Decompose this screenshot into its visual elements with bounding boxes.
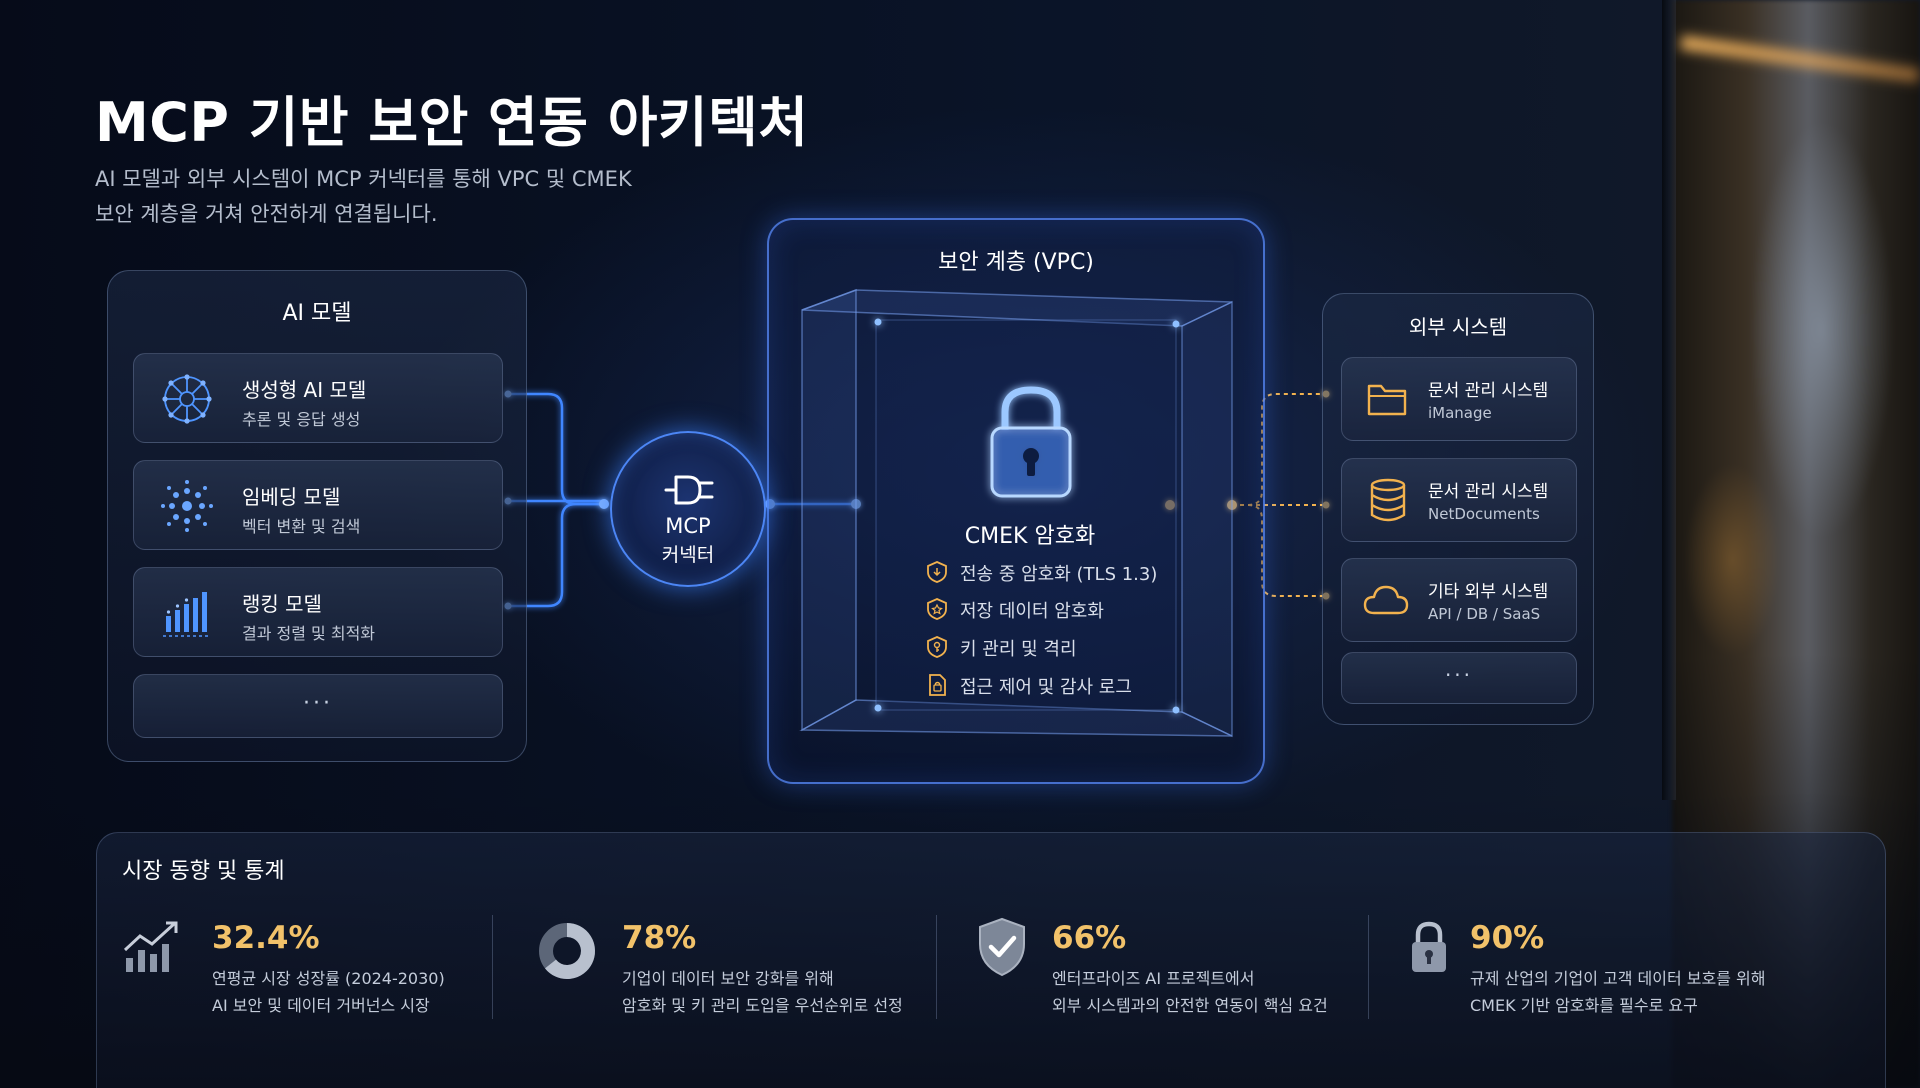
- ext-panel-title: 외부 시스템: [1408, 315, 1508, 339]
- card-imanage[interactable]: 문서 관리 시스템 iManage: [1341, 357, 1577, 441]
- ai-models-panel: AI 모델 생성형 AI 모델 추론 및 응답 생성: [107, 270, 527, 762]
- subtitle-line: 보안 계층을 거쳐 안전하게 연결됩니다.: [95, 202, 438, 226]
- page-title: MCP 기반 보안 연동 아키텍처: [95, 91, 809, 154]
- database-icon: [1370, 478, 1406, 522]
- document-lock-icon: [929, 674, 946, 696]
- card-ranking[interactable]: 랭킹 모델 결과 정렬 및 최적화: [133, 567, 503, 657]
- page-subtitle: AI 모델과 외부 시스템이 MCP 커넥터를 통해 VPC 및 CMEK 보안…: [95, 162, 795, 232]
- folder-icon: [1367, 384, 1407, 416]
- card-subtitle: NetDocuments: [1428, 505, 1540, 523]
- shield-star-icon: [927, 598, 947, 620]
- stat-text: 연평균 시장 성장률 (2024-2030): [212, 969, 445, 988]
- card-more-systems[interactable]: ···: [1341, 652, 1577, 704]
- card-title: 문서 관리 시스템: [1428, 381, 1549, 401]
- card-title: 임베딩 모델: [242, 485, 341, 509]
- more-dots: ···: [1444, 663, 1474, 687]
- growth-chart-icon: [123, 921, 178, 972]
- shield-lock-icon: [927, 561, 947, 583]
- mcp-label: MCP: [665, 514, 711, 538]
- vpc-title: 보안 계층 (VPC): [938, 250, 1094, 275]
- stats-divider: [492, 915, 493, 1019]
- plug-icon: [664, 475, 714, 505]
- mcp-connector[interactable]: [610, 431, 766, 587]
- embedding-dots-icon: [161, 480, 213, 532]
- donut-chart-icon: [539, 923, 595, 979]
- stat-text: 엔터프라이즈 AI 프로젝트에서: [1052, 969, 1255, 988]
- card-subtitle: 벡터 변환 및 검색: [242, 517, 361, 536]
- stat-text: 암호화 및 키 관리 도입을 우선순위로 선정: [622, 996, 903, 1015]
- stat-value: 90%: [1470, 920, 1545, 956]
- ai-panel-title: AI 모델: [282, 301, 352, 326]
- card-title: 문서 관리 시스템: [1428, 482, 1549, 502]
- shield-key-icon: [927, 636, 947, 658]
- bar-chart-icon: [163, 592, 211, 637]
- feature-at-rest: 저장 데이터 암호화: [960, 601, 1104, 622]
- stats-divider: [936, 915, 937, 1019]
- stat-text: 규제 산업의 기업이 고객 데이터 보호를 위해: [1470, 969, 1766, 988]
- card-subtitle: iManage: [1428, 404, 1492, 422]
- neural-network-icon: [162, 374, 212, 424]
- cmek-title: CMEK 암호화: [964, 524, 1096, 549]
- stat-value: 66%: [1052, 920, 1127, 956]
- more-dots: ···: [303, 691, 333, 716]
- card-title: 기타 외부 시스템: [1428, 582, 1549, 602]
- subtitle-line: AI 모델과 외부 시스템이 MCP 커넥터를 통해 VPC 및 CMEK: [95, 167, 632, 191]
- card-generative-ai[interactable]: 생성형 AI 모델 추론 및 응답 생성: [133, 353, 503, 443]
- stat-text: CMEK 기반 암호화를 필수로 요구: [1470, 996, 1698, 1015]
- card-subtitle: API / DB / SaaS: [1428, 605, 1541, 623]
- stat-text: 기업이 데이터 보안 강화를 위해: [622, 969, 834, 988]
- node-dot: [599, 499, 609, 509]
- shield-check-icon: [979, 917, 1025, 977]
- wall-edge: [1662, 0, 1676, 800]
- card-embedding[interactable]: 임베딩 모델 벡터 변환 및 검색: [133, 460, 503, 550]
- stat-text: AI 보안 및 데이터 거버넌스 시장: [212, 996, 430, 1015]
- node-dot: [1165, 500, 1175, 510]
- stats-divider: [1368, 915, 1369, 1019]
- external-systems-panel: 외부 시스템 문서 관리 시스템 iManage 문서 관리 시스템 NetDo…: [1322, 293, 1594, 725]
- padlock-icon: [1412, 921, 1446, 972]
- padlock-icon: [990, 386, 1072, 498]
- cloud-icon: [1363, 585, 1409, 615]
- link-ranking-to-mcp: [508, 502, 606, 608]
- card-subtitle: 결과 정렬 및 최적화: [242, 624, 376, 643]
- stat-value: 32.4%: [212, 920, 320, 956]
- link-external-imanage: [1232, 393, 1326, 506]
- stats-title: 시장 동향 및 통계: [122, 859, 285, 884]
- feature-tls: 전송 중 암호화 (TLS 1.3): [960, 564, 1158, 585]
- feature-key-management: 키 관리 및 격리: [960, 639, 1077, 660]
- stat-value: 78%: [622, 920, 697, 956]
- mcp-sublabel: 커넥터: [661, 544, 715, 566]
- feature-access-audit: 접근 제어 및 감사 로그: [960, 677, 1132, 698]
- card-title: 랭킹 모델: [242, 592, 322, 616]
- card-more-models[interactable]: ···: [133, 674, 503, 738]
- card-subtitle: 추론 및 응답 생성: [242, 410, 361, 429]
- link-generative-to-mcp: [508, 392, 606, 506]
- card-title: 생성형 AI 모델: [242, 378, 367, 402]
- card-netdocuments[interactable]: 문서 관리 시스템 NetDocuments: [1341, 458, 1577, 542]
- card-other-systems[interactable]: 기타 외부 시스템 API / DB / SaaS: [1341, 558, 1577, 642]
- stat-text: 외부 시스템과의 안전한 연동이 핵심 요건: [1052, 996, 1328, 1015]
